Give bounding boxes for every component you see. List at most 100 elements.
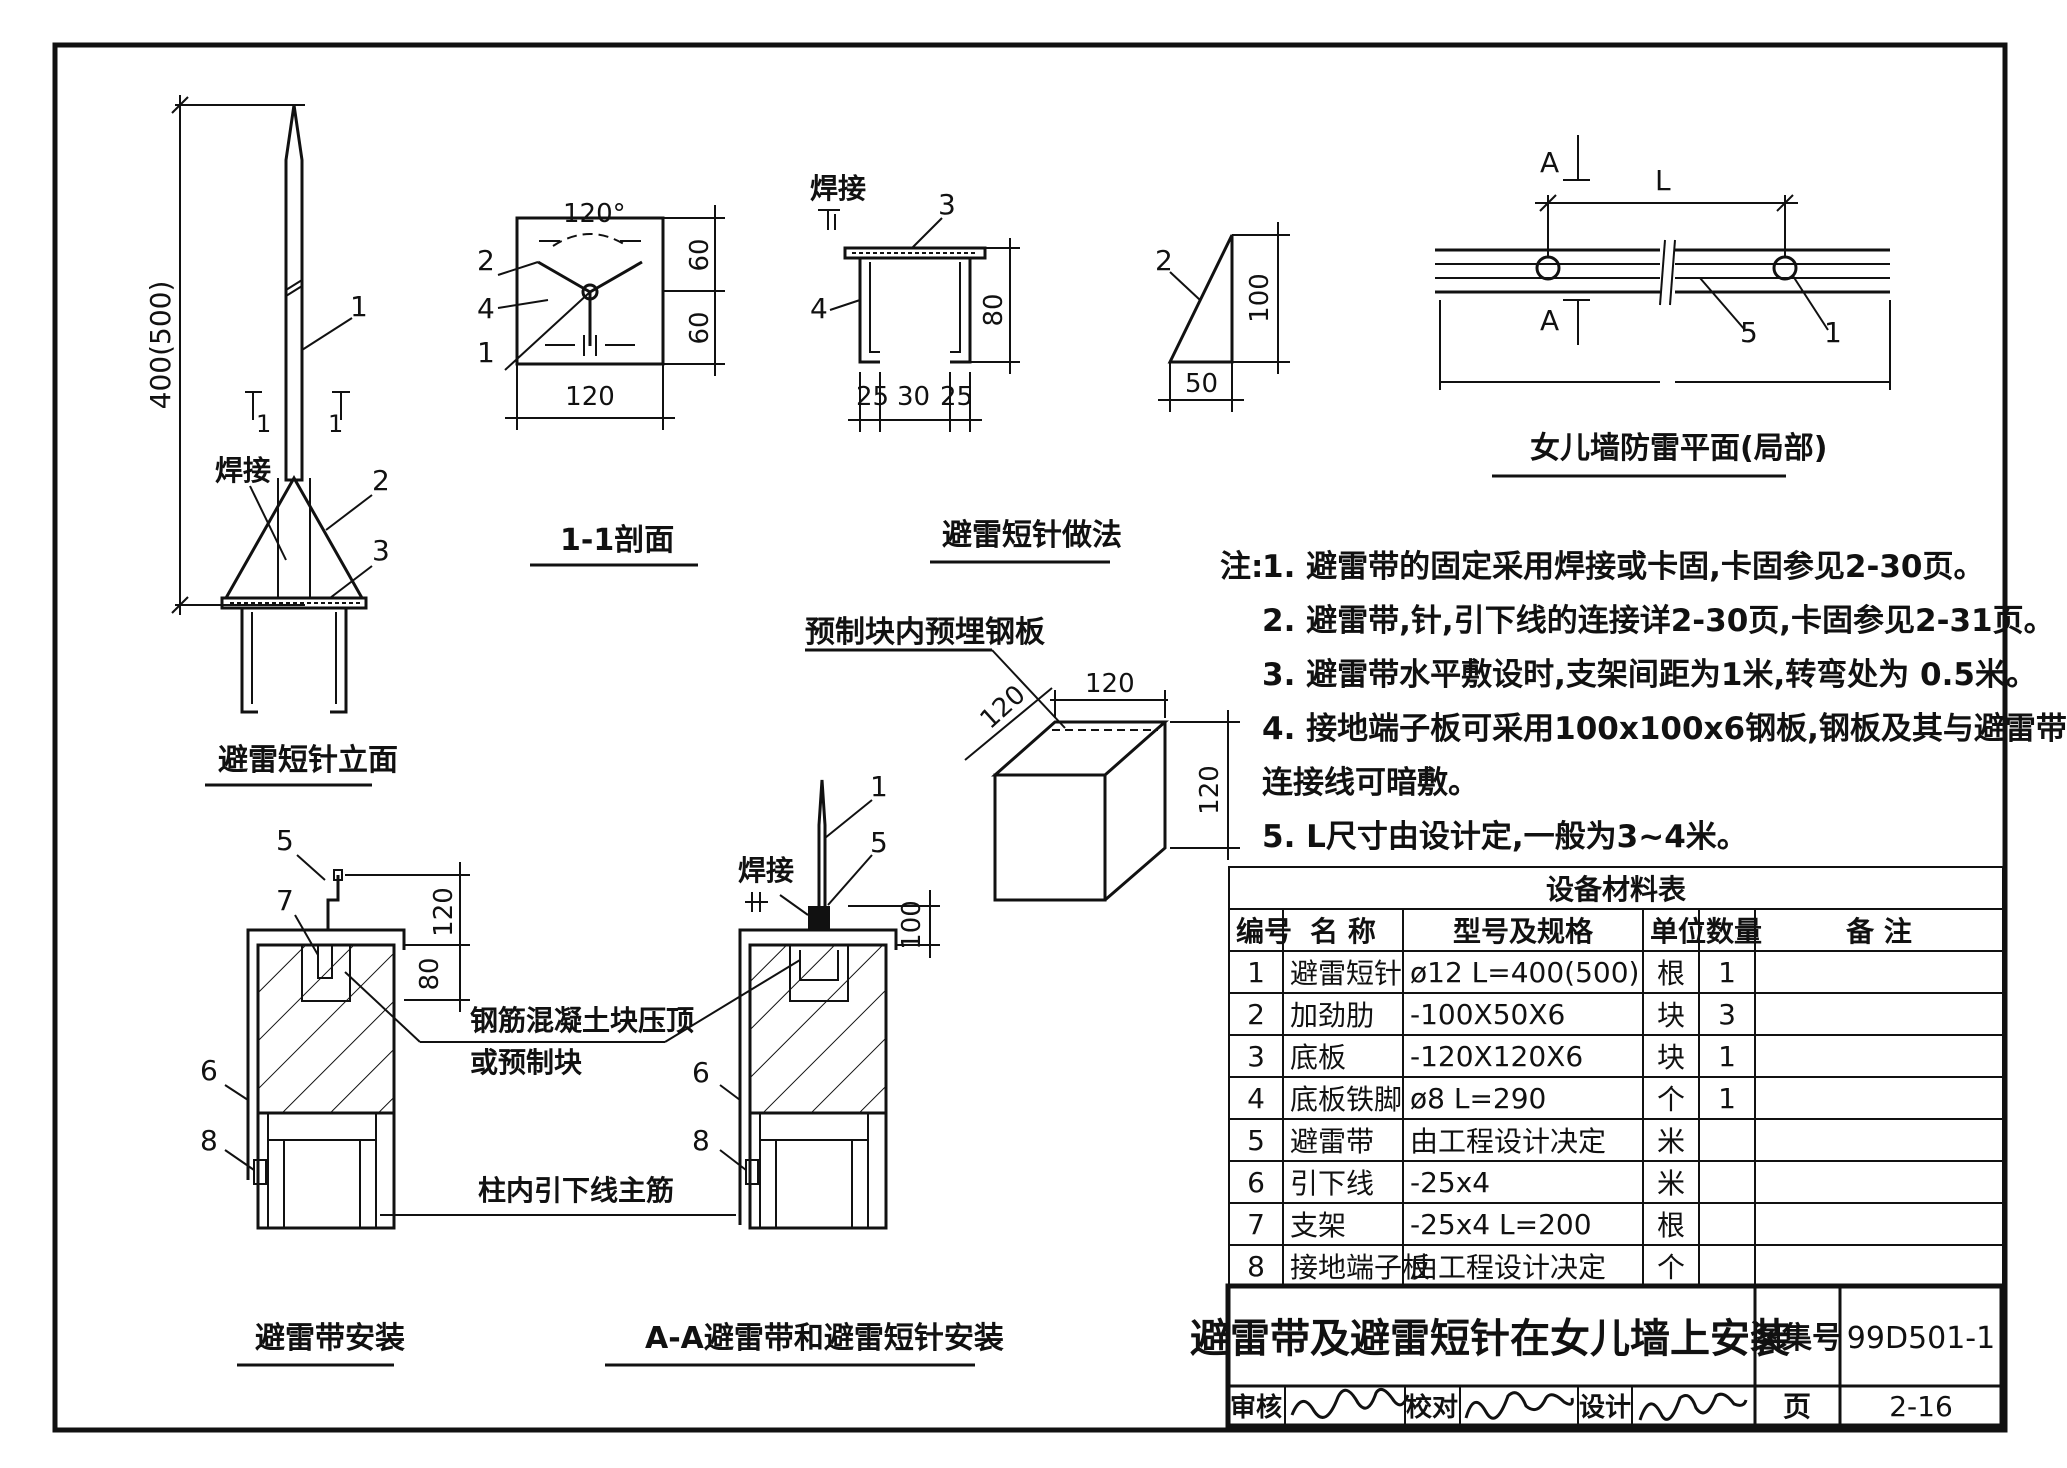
aa-title: A-A避雷带和避雷短针安装 <box>645 1321 1004 1356</box>
cell-name: 底板铁脚 <box>1282 1076 1404 1120</box>
cell-spec: ø8 L=290 <box>1402 1076 1644 1120</box>
cell-remark <box>1753 1160 2005 1204</box>
method-callout-3: 3 <box>938 188 956 221</box>
header-remark: 备 注 <box>1753 908 2005 952</box>
aa-callout-6: 6 <box>692 1056 710 1089</box>
aa-dim-100: 100 <box>897 900 927 950</box>
belt-installation: 5 7 6 8 120 80 钢筋混凝土块压顶 或预制块 柱内引下线主筋 避雷带… <box>200 824 801 1367</box>
tri-callout-2: 2 <box>1155 244 1173 277</box>
materials-table: 设备材料表 编号 名 称 型号及规格 单位 数量 备 注 1 避雷短针 ø12 … <box>1227 866 2005 1288</box>
cell-no: 6 <box>1228 1160 1284 1204</box>
block-dim-120-diag: 120 <box>975 680 1032 736</box>
method-title: 避雷短针做法 <box>942 518 1122 553</box>
table-row: 5 避雷带 由工程设计决定 米 <box>1228 1118 2005 1162</box>
stiffener-detail: 2 100 50 <box>1155 222 1290 412</box>
cell-name: 避雷短针 <box>1282 950 1404 994</box>
atlas-no: 99D501-1 <box>1847 1321 1995 1356</box>
tri-dim-100: 100 <box>1245 273 1275 323</box>
cell-unit: 米 <box>1642 1118 1700 1162</box>
aa-weld-label: 焊接 <box>738 854 794 887</box>
cell-remark <box>1753 1034 2005 1078</box>
cell-no: 2 <box>1228 992 1284 1036</box>
header-no: 编号 <box>1228 908 1292 952</box>
table-row: 6 引下线 -25x4 米 <box>1228 1160 2005 1204</box>
cell-remark <box>1753 950 2005 994</box>
review-label: 审核 <box>1230 1392 1282 1423</box>
table-row: 8 接地端子板 由工程设计决定 个 <box>1228 1244 2005 1288</box>
cell-unit: 个 <box>1642 1076 1700 1120</box>
cell-no: 7 <box>1228 1202 1284 1246</box>
section-mark-right: 1 <box>328 410 343 438</box>
cell-spec: -100X50X6 <box>1402 992 1644 1036</box>
column-bar-label: 柱内引下线主筋 <box>478 1174 674 1207</box>
aa-callout-1: 1 <box>870 770 888 803</box>
cell-no: 3 <box>1228 1034 1284 1078</box>
cell-qty <box>1698 1202 1756 1246</box>
page-no: 2-16 <box>1889 1390 1953 1423</box>
sect-angle: 120° <box>563 199 626 229</box>
belt-callout-8: 8 <box>200 1124 218 1157</box>
elev-callout-3: 3 <box>372 534 390 567</box>
cell-qty <box>1698 1244 1756 1288</box>
design-label: 设计 <box>1579 1393 1631 1423</box>
cell-spec: ø12 L=400(500) <box>1402 950 1644 994</box>
cell-remark <box>1753 1202 2005 1246</box>
cell-qty: 3 <box>1698 992 1756 1036</box>
cell-remark <box>1753 1118 2005 1162</box>
header-qty: 数量 <box>1698 908 1762 952</box>
aa-section: 1 5 焊接 6 8 100 A-A避雷带和避雷短针安装 <box>605 770 1004 1367</box>
sect-dim-60b: 60 <box>685 311 715 344</box>
plan-dim-L: L <box>1655 164 1671 197</box>
checker-signature <box>1464 1391 1574 1420</box>
elev-callout-2: 2 <box>372 464 390 497</box>
table-header-row: 编号 名 称 型号及规格 单位 数量 备 注 <box>1228 908 2005 952</box>
sect-callout-1: 1 <box>477 336 495 369</box>
cell-name: 底板 <box>1282 1034 1404 1078</box>
cell-remark <box>1753 992 2005 1036</box>
rc-block-line1: 钢筋混凝土块压顶 <box>470 1004 694 1037</box>
rc-block-line2: 或预制块 <box>470 1046 582 1079</box>
cell-unit: 根 <box>1642 950 1700 994</box>
notes-label: 注: <box>1220 549 1264 585</box>
aa-callout-5: 5 <box>870 826 888 859</box>
table-title: 设备材料表 <box>1227 866 2005 910</box>
method-dim-25b: 25 <box>940 382 973 412</box>
belt-dim-120: 120 <box>429 887 459 937</box>
atlas-label: 图集号 <box>1752 1321 1842 1356</box>
note-2: 2. 避雷带,针,引下线的连接详2-30页,卡固参见2-31页。 <box>1262 603 2055 639</box>
cell-qty <box>1698 1118 1756 1162</box>
cell-qty <box>1698 1160 1756 1204</box>
elev-weld-label: 焊接 <box>215 454 271 487</box>
cell-spec: -25x4 L=200 <box>1402 1202 1644 1246</box>
cell-name: 接地端子板 <box>1282 1244 1430 1288</box>
cell-name: 引下线 <box>1282 1160 1404 1204</box>
sheet-border <box>52 42 2008 1433</box>
note-4-cont: 连接线可暗敷。 <box>1262 765 1479 801</box>
header-spec: 型号及规格 <box>1402 908 1644 952</box>
plan-callout-5: 5 <box>1740 316 1758 349</box>
belt-title: 避雷带安装 <box>255 1321 405 1356</box>
cell-unit: 块 <box>1642 1034 1700 1078</box>
cell-name: 加劲肋 <box>1282 992 1404 1036</box>
section-mark-left: 1 <box>256 410 271 438</box>
cell-spec: 由工程设计决定 <box>1402 1118 1644 1162</box>
block-dim-120-side: 120 <box>1195 765 1225 815</box>
sect-dim-120: 120 <box>565 382 615 412</box>
cell-no: 1 <box>1228 950 1284 994</box>
table-row: 2 加劲肋 -100X50X6 块 3 <box>1228 992 2005 1036</box>
elev-callout-1: 1 <box>350 290 368 323</box>
plan-section-A-bot: A <box>1540 304 1559 337</box>
reviewer-signature <box>1290 1387 1410 1419</box>
sect-callout-2: 2 <box>477 244 495 277</box>
method-callout-4: 4 <box>810 292 828 325</box>
tri-dim-50: 50 <box>1185 369 1218 399</box>
note-4: 4. 接地端子板可采用100x100x6钢板,钢板及其与避雷带 <box>1262 711 2067 747</box>
note-5: 5. L尺寸由设计定,一般为3~4米。 <box>1262 819 1748 855</box>
belt-callout-5: 5 <box>276 824 294 857</box>
table-row: 3 底板 -120X120X6 块 1 <box>1228 1034 2005 1078</box>
belt-dim-80: 80 <box>415 957 445 990</box>
title-block-frame: 避雷带及避雷短针在女儿墙上安装 图集号 99D501-1 审核 校对 设计 页 … <box>1190 1283 2005 1429</box>
cell-name: 避雷带 <box>1282 1118 1404 1162</box>
block-label: 预制块内预埋钢板 <box>805 615 1045 650</box>
